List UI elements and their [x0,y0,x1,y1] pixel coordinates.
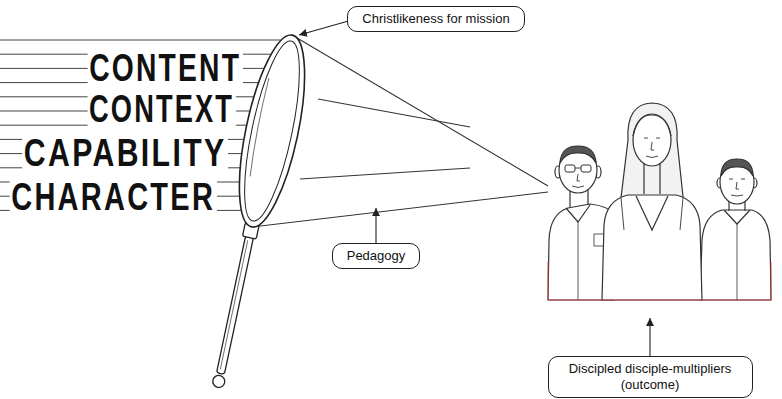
person-right [724,210,750,224]
person-middle [602,195,702,300]
figure-outline [548,262,771,300]
leader-arrow [299,20,352,35]
person-left [572,168,584,188]
rounded-label-box: Pedagogy [332,243,421,269]
person-right [721,159,753,176]
focus-word: CAPABILITY [22,134,228,172]
person-right [720,160,754,204]
rounded-label-box: Christlikeness for mission [347,6,524,32]
focus-word: CONTENT [88,49,243,87]
person-left [560,146,596,163]
person-middle [602,103,702,300]
cone-lines [318,99,470,127]
person-left [565,165,575,172]
cone-lines [292,35,548,186]
cone-lines [300,168,470,179]
person-middle [620,103,684,206]
person-left [559,147,597,193]
person-middle [633,115,671,136]
person-right [729,179,745,196]
magnifying-glass [212,374,226,388]
box-text: Christlikeness for mission [362,11,509,27]
cone-lines [252,192,548,227]
focus-word: CHARACTER [10,178,217,216]
box-text: Discipled disciple-multipliers (outcome) [563,361,738,392]
focus-word: CONTEXT [88,90,236,128]
person-left [581,165,591,172]
person-middle [636,196,668,230]
rounded-label-box: Discipled disciple-multipliers (outcome) [548,356,753,397]
leader-arrow [375,208,376,248]
person-middle [644,138,660,158]
person-right [737,224,738,300]
box-text: Pedagogy [347,248,406,264]
person-middle [621,198,683,230]
magnifying-glass [233,37,310,225]
leader-arrow [649,318,650,360]
focus-lines [0,40,281,41]
magnifying-glass [217,236,254,375]
person-right [700,159,771,300]
leader-arrow [299,20,650,360]
magnifying-glass [220,240,247,369]
person-right [700,210,771,300]
magnifying-glass [247,78,270,176]
person-left [578,222,579,300]
person-left [566,205,590,222]
figure-outline [548,262,771,300]
person-middle [633,114,671,166]
